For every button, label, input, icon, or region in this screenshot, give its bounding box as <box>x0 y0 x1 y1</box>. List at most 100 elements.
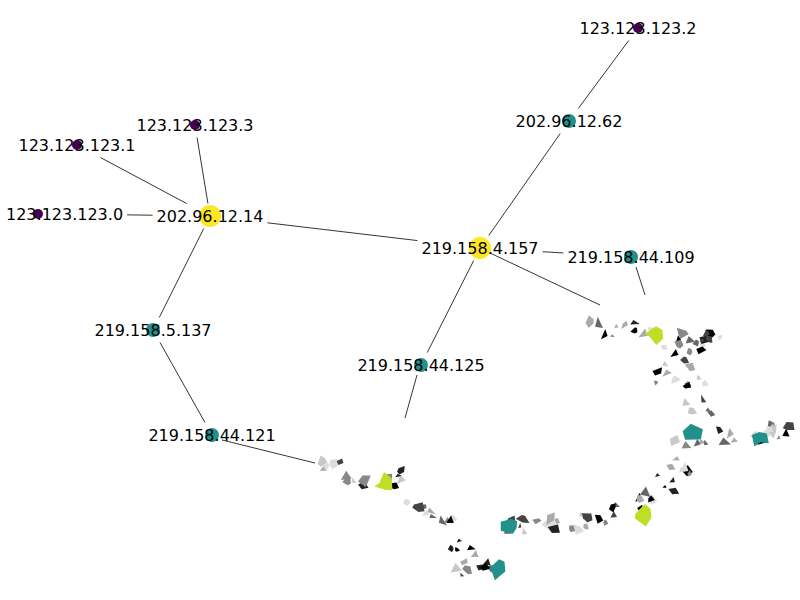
ip-label: 123.123.123.2 <box>579 19 696 38</box>
debris-fragment <box>412 502 424 512</box>
debris-fragment <box>701 395 706 403</box>
host-node: 123.123.123.0 <box>4 204 125 225</box>
link-line <box>578 41 628 109</box>
link-line <box>100 158 186 204</box>
debris-fragment <box>462 566 472 575</box>
debris-fragment <box>451 563 462 573</box>
debris-fragment <box>669 477 675 483</box>
debris-fragment <box>637 495 645 503</box>
debris-fragment <box>673 377 681 381</box>
debris-fragment <box>668 488 679 495</box>
ip-label: 123.123.123.3 <box>136 116 253 135</box>
ip-label: 202.96.12.14 <box>157 207 264 226</box>
debris-fragment <box>427 508 435 515</box>
debris-fragment <box>595 515 603 524</box>
debris-fragment <box>666 464 675 470</box>
debris-fragment <box>716 426 723 434</box>
debris-fragment <box>704 440 708 446</box>
debris-fragment <box>731 437 738 442</box>
debris-fragment <box>654 381 658 386</box>
debris-fragment <box>601 329 608 339</box>
ip-label: 219.158.44.109 <box>567 248 694 267</box>
host-node: 123.123.123.3 <box>134 115 255 136</box>
debris-fragment <box>683 424 703 440</box>
debris-fragment <box>630 320 640 325</box>
link-line <box>267 223 417 241</box>
debris-fragment <box>457 539 462 543</box>
ip-label: 219.158.5.137 <box>94 321 211 340</box>
debris-fragment <box>670 435 680 446</box>
debris-fragment <box>516 515 530 523</box>
debris-fragment <box>694 439 701 447</box>
debris-fragment <box>595 317 603 328</box>
debris-fragment <box>700 338 705 342</box>
debris-fragment <box>581 513 592 522</box>
link-line <box>543 252 564 253</box>
link-line <box>160 343 205 423</box>
debris-fragment <box>395 474 402 478</box>
debris-fragment <box>518 523 521 529</box>
debris-fragment <box>686 336 695 344</box>
debris-fragment <box>702 380 709 386</box>
ip-label: 202.96.12.62 <box>516 112 623 131</box>
debris-fragment <box>446 516 454 524</box>
debris-fragment <box>670 349 678 357</box>
debris-fragment <box>680 356 689 363</box>
debris-fragment <box>653 367 663 375</box>
debris-fragment <box>727 428 734 439</box>
debris-fragment <box>547 513 555 526</box>
debris-fragment <box>645 326 664 345</box>
debris-fragment <box>630 327 637 333</box>
debris-fragment <box>337 459 344 465</box>
host-node: 219.158.44.125 <box>355 355 486 376</box>
debris-fragment <box>603 520 608 526</box>
debris-fragment <box>341 471 352 480</box>
debris-fragment <box>766 426 773 433</box>
debris-fragment <box>703 330 710 336</box>
debris-fragment <box>323 462 329 470</box>
host-node: 219.158.44.109 <box>565 247 696 268</box>
debris-fragment <box>688 407 698 414</box>
host-node: 219.158.44.121 <box>146 425 277 446</box>
debris-fragment <box>586 315 594 328</box>
debris-fragment <box>352 477 356 483</box>
ip-label: 123.123.123.1 <box>18 136 135 155</box>
debris-fragment <box>548 525 560 534</box>
debris-fragment <box>471 550 479 557</box>
debris-fragment <box>501 519 517 534</box>
debris-fragment <box>532 518 541 524</box>
debris-fragment <box>663 485 667 488</box>
debris-fragment <box>460 558 467 565</box>
host-node: 219.158.5.137 <box>92 320 213 341</box>
debris-fragment <box>685 363 696 372</box>
debris-fragment <box>693 340 699 347</box>
debris-fragment <box>611 511 618 518</box>
debris-fragment <box>375 472 393 490</box>
debris-fragment <box>467 545 476 550</box>
debris-fragment <box>683 382 692 389</box>
debris-fragment <box>688 470 692 477</box>
host-node: 123.123.123.1 <box>16 135 137 156</box>
debris-fragment <box>706 336 713 343</box>
debris-fragment <box>672 456 680 460</box>
debris-fragment <box>696 347 706 355</box>
host-node: 123.123.123.2 <box>577 18 698 39</box>
link-line <box>427 261 473 353</box>
debris-fragment <box>640 487 650 498</box>
debris-fragment <box>662 361 668 367</box>
ip-label: 219.158.4.157 <box>421 239 538 258</box>
debris-fragment <box>358 476 371 487</box>
ip-label: 219.158.44.121 <box>148 426 275 445</box>
debris-fragment <box>460 572 464 576</box>
debris-fragment <box>777 435 781 439</box>
debris-fragment <box>439 516 447 526</box>
debris-fragment <box>783 422 795 430</box>
edge-to-debris <box>405 375 417 418</box>
debris-fragment <box>697 374 702 380</box>
debris-fragment <box>635 504 652 527</box>
debris-fragment <box>583 523 588 529</box>
link-line <box>489 134 560 236</box>
